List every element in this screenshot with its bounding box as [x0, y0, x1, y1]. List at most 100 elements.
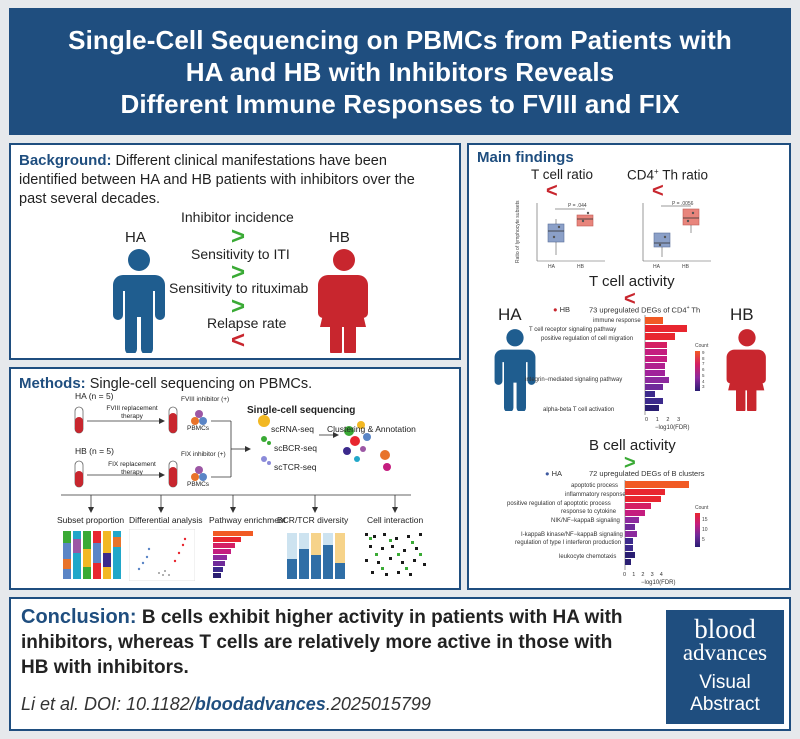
cd4-ratio-symbol: < — [652, 180, 664, 202]
logo-line-2: advances — [682, 640, 768, 665]
analysis-subset: Subset proportion — [57, 515, 125, 525]
citation: Li et al. DOI: 10.1182/bloodadvances.202… — [21, 694, 431, 714]
t-term-5: alpha-beta T cell activation — [543, 407, 615, 413]
t-cell-ratio-x-hb: HB — [577, 264, 584, 270]
analysis-diversity: BCR/TCR diversity — [277, 515, 349, 525]
ha-group-label: HA (n = 5) — [75, 391, 114, 401]
comparison-label-inhibitor-incidence: Inhibitor incidence — [181, 209, 294, 225]
title-line-2: HA and HB with Inhibitors Reveals — [185, 56, 615, 87]
differential-analysis-thumbnail — [129, 529, 195, 581]
conclusion-panel: Conclusion: B cells exhibit higher activ… — [9, 597, 791, 731]
analysis-interaction: Cell interaction — [367, 515, 424, 525]
male-patient-icon — [111, 249, 167, 358]
clustering-label: Clustering & Annotation — [327, 424, 416, 434]
comparison-label-sensitivity-rituximab: Sensitivity to rituximab — [169, 280, 309, 296]
hb-group-label: HB (n = 5) — [75, 446, 114, 456]
pbmcs-label-1: PBMCs — [187, 425, 210, 432]
logo-line-3: Visual — [699, 672, 751, 693]
analysis-tree — [61, 494, 411, 513]
b-term-8: leukocyte chemotaxis — [559, 554, 617, 560]
t-cell-ratio-ylabel: Ratio of lymphocyte subsets — [515, 200, 521, 263]
b-xticks: 0 1 2 3 4 — [623, 572, 663, 578]
sctcr-seq-label: scTCR-seq — [274, 462, 317, 472]
b-chart-legend: ● HA — [545, 469, 563, 478]
t-activity-symbol: < — [624, 288, 636, 310]
conclusion-text: Conclusion: B cells exhibit higher activ… — [21, 605, 631, 680]
analysis-pathway: Pathway enrichment — [209, 515, 287, 525]
b-term-1: apoptotic process — [571, 483, 619, 489]
title-line-3: Different Immune Responses to FVIII and … — [120, 88, 680, 119]
mf-male-patient-icon — [493, 329, 537, 416]
t-cell-ratio-boxplot — [536, 203, 605, 262]
ha-label: HA — [125, 229, 146, 246]
methods-title: Methods: Single-cell sequencing on PBMCs… — [19, 375, 312, 392]
b-count-label: Count — [695, 505, 709, 511]
pathway-enrichment-thumbnail — [209, 529, 269, 581]
t-xlabel: −log10(FDR) — [655, 425, 690, 431]
cd4-ratio-label: CD4+ Th ratio — [627, 167, 708, 183]
background-panel: Background: Different clinical manifesta… — [9, 143, 461, 360]
b-term-2: inflammatory response — [565, 492, 626, 498]
b-term-7: regulation of type I interferon producti… — [515, 540, 622, 546]
methods-heading: Methods: — [19, 375, 86, 392]
citation-journal: bloodadvances — [194, 694, 326, 714]
cd4-ratio-x-hb: HB — [682, 264, 689, 270]
comparison-symbol-sensitivity-rituximab: > — [231, 293, 246, 320]
fix-inhibitor-label: FIX inhibitor (+) — [181, 451, 226, 458]
single-cell-title: Single-cell sequencing — [247, 405, 356, 416]
t-term-2: T cell receptor signaling pathway — [529, 327, 617, 333]
t-count-ticks: 9 8 7 6 5 4 3 — [702, 350, 705, 390]
logo-line-1: blood — [694, 614, 756, 644]
cd4-ratio-x-ha: HA — [653, 264, 660, 270]
logo-line-4: Abstract — [690, 694, 760, 715]
t-activity-label: T cell activity — [589, 273, 675, 290]
scbcr-seq-label: scBCR-seq — [274, 443, 317, 453]
b-term-4: response to cytokine — [561, 509, 617, 515]
cd4-ratio-p: P = .0056 — [672, 201, 694, 207]
cd4-ratio-boxplot — [642, 203, 711, 262]
scrna-seq-label: scRNA-seq — [271, 424, 314, 434]
b-activity-symbol: > — [624, 452, 636, 474]
fviii-therapy-label: FVIII replacement therapy — [106, 405, 158, 420]
t-chart-legend: ● HB — [553, 305, 571, 314]
mf-female-patient-icon — [725, 329, 769, 416]
b-term-5: NIK/NF−kappaB signaling — [551, 518, 620, 524]
b-count-ticks: 15 10 5 — [702, 517, 708, 543]
conclusion-body: B cells exhibit higher activity in patie… — [21, 607, 623, 678]
cell-interaction-thumbnail — [361, 529, 431, 581]
b-cell-bar-chart — [624, 480, 689, 570]
t-term-3: positive regulation of cell migration — [541, 336, 634, 342]
fviii-inhibitor-label: FVIII inhibitor (+) — [181, 396, 230, 403]
main-findings-panel: Main findings T cell ratio < CD4+ Th rat… — [467, 143, 791, 590]
analysis-differential: Differential analysis — [129, 515, 203, 525]
comparison-symbol-sensitivity-iti: > — [231, 259, 246, 286]
comparison-label-relapse-rate: Relapse rate — [207, 315, 287, 331]
comparison-symbol-relapse-rate: < — [231, 327, 246, 354]
methods-body: Single-cell sequencing on PBMCs. — [89, 376, 313, 392]
b-term-6: I-kappaB kinase/NF−kappaB signaling — [521, 532, 623, 538]
t-count-colorbar — [695, 351, 700, 391]
t-xticks: 0 1 2 3 — [645, 417, 681, 423]
subset-proportion-thumbnail — [57, 529, 127, 581]
b-xlabel: −log10(FDR) — [641, 580, 676, 586]
t-cell-ratio-symbol: < — [546, 180, 558, 202]
mf-hb-label: HB — [730, 305, 754, 324]
conclusion-heading: Conclusion: — [21, 606, 137, 628]
comparison-symbol-inhibitor-incidence: > — [231, 223, 246, 250]
t-chart-title: 73 upregulated DEGs of CD4+ Th — [589, 305, 701, 315]
bcr-tcr-diversity-thumbnail — [281, 529, 351, 581]
methods-flow-diagram — [74, 406, 391, 488]
mf-ha-label: HA — [498, 305, 522, 324]
title-line-1: Single-Cell Sequencing on PBMCs from Pat… — [68, 24, 732, 55]
t-count-label: Count — [695, 343, 709, 349]
b-chart-title: 72 upregulated DEGs of B clusters — [589, 469, 705, 478]
fix-therapy-label: FIX replacement therapy — [108, 461, 156, 476]
b-term-3: positive regulation of apoptotic process — [507, 501, 611, 507]
title-banner: Single-Cell Sequencing on PBMCs from Pat… — [9, 8, 791, 135]
background-heading: Background: — [19, 152, 112, 169]
t-cell-bar-chart — [644, 315, 687, 415]
methods-panel: Methods: Single-cell sequencing on PBMCs… — [9, 367, 461, 590]
background-body: Different clinical manifestations have b… — [19, 153, 415, 207]
female-patient-icon — [316, 249, 372, 358]
